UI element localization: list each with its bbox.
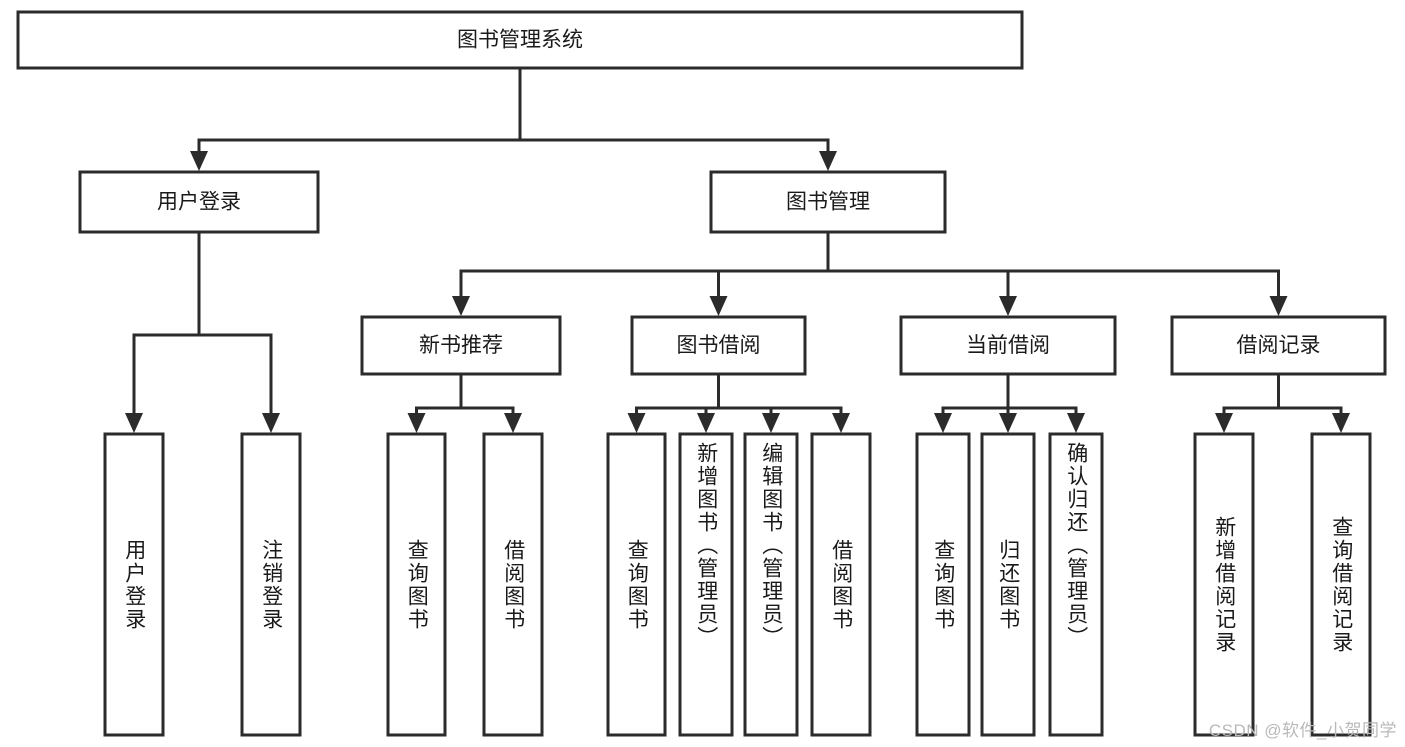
level2-node-用户登录-label: 用户登录 (157, 191, 241, 214)
leaf-确认归还管理员-10-box[interactable] (1048, 432, 1104, 737)
arrow-head-record-0 (1215, 413, 1233, 433)
leaf-用户登录-0[interactable] (103, 432, 165, 737)
leaf-新增借阅记录-11-box[interactable] (1193, 432, 1255, 737)
arrow-head-user-login-0 (125, 413, 143, 433)
leaf-借阅图书-7[interactable] (810, 432, 872, 737)
level3-node-当前借阅-label: 当前借阅 (966, 334, 1050, 357)
arrow-head-root-1 (819, 151, 837, 171)
level3-node-新书推荐-box[interactable] (360, 315, 562, 376)
level3-node-新书推荐[interactable]: 新书推荐 (360, 315, 562, 376)
arrow-head-borrow-1 (697, 413, 715, 433)
level3-node-当前借阅-box[interactable] (899, 315, 1117, 376)
leaf-查询借阅记录-12[interactable] (1310, 432, 1372, 737)
level3-node-新书推荐-label: 新书推荐 (419, 334, 503, 357)
level2-node-用户登录-box[interactable] (78, 170, 320, 234)
leaf-新增借阅记录-11[interactable] (1193, 432, 1255, 737)
arrow-head-book-mgmt-1 (709, 296, 728, 316)
level3-node-借阅记录-label: 借阅记录 (1237, 334, 1321, 357)
leaf-借阅图书-3[interactable] (482, 432, 544, 737)
arrow-head-current-0 (934, 413, 952, 433)
arrow-head-book-mgmt-0 (452, 296, 470, 316)
leaf-新增图书管理员-5-box[interactable] (678, 432, 734, 737)
leaf-确认归还管理员-10[interactable] (1048, 432, 1104, 737)
leaf-借阅图书-7-box[interactable] (810, 432, 872, 737)
root-node-图书管理系统-box[interactable] (16, 10, 1024, 70)
leaf-查询图书-2-box[interactable] (386, 432, 447, 737)
leaf-归还图书-9[interactable] (980, 432, 1036, 737)
arrow-head-current-2 (1067, 413, 1085, 433)
root-node-图书管理系统[interactable]: 图书管理系统 (16, 10, 1024, 70)
leaf-注销登录-1-box[interactable] (240, 432, 302, 737)
leaf-编辑图书管理员-6[interactable] (743, 432, 799, 737)
leaf-查询图书-8[interactable] (915, 432, 971, 737)
arrow-head-current-1 (999, 413, 1017, 433)
arrow-head-borrow-0 (627, 413, 646, 433)
leaf-新增图书管理员-5[interactable] (678, 432, 734, 737)
level2-node-用户登录[interactable]: 用户登录 (78, 170, 320, 234)
level3-node-图书借阅-box[interactable] (630, 315, 807, 376)
level3-node-借阅记录-box[interactable] (1170, 315, 1387, 376)
arrow-head-new-book-0 (407, 413, 426, 433)
leaf-查询图书-4[interactable] (606, 432, 667, 737)
arrow-head-book-mgmt-2 (999, 296, 1017, 316)
leaf-归还图书-9-box[interactable] (980, 432, 1036, 737)
leaf-查询图书-8-box[interactable] (915, 432, 971, 737)
leaf-用户登录-0-box[interactable] (103, 432, 165, 737)
level2-node-图书管理[interactable]: 图书管理 (709, 170, 947, 234)
leaf-借阅图书-3-box[interactable] (482, 432, 544, 737)
arrow-head-new-book-1 (504, 413, 522, 433)
leaf-查询图书-2[interactable] (386, 432, 447, 737)
arrow-head-borrow-3 (832, 413, 850, 433)
level3-node-图书借阅[interactable]: 图书借阅 (630, 315, 807, 376)
leaf-注销登录-1[interactable] (240, 432, 302, 737)
level3-node-图书借阅-label: 图书借阅 (677, 334, 761, 357)
leaf-查询图书-4-box[interactable] (606, 432, 667, 737)
connector-layer (125, 66, 1350, 433)
arrow-head-root-0 (190, 151, 208, 171)
level3-node-当前借阅[interactable]: 当前借阅 (899, 315, 1117, 376)
level3-node-借阅记录[interactable]: 借阅记录 (1170, 315, 1387, 376)
level2-node-图书管理-label: 图书管理 (786, 191, 870, 214)
arrow-head-user-login-1 (262, 413, 280, 433)
arrow-head-record-1 (1332, 413, 1350, 433)
arrow-head-book-mgmt-3 (1269, 296, 1288, 316)
arrow-head-borrow-2 (762, 413, 780, 433)
watermark: CSDN @软件_小贺同学 (1208, 721, 1397, 740)
level2-node-图书管理-box[interactable] (709, 170, 947, 234)
root-node-图书管理系统-label: 图书管理系统 (457, 29, 583, 52)
leaf-编辑图书管理员-6-box[interactable] (743, 432, 799, 737)
leaf-查询借阅记录-12-box[interactable] (1310, 432, 1372, 737)
